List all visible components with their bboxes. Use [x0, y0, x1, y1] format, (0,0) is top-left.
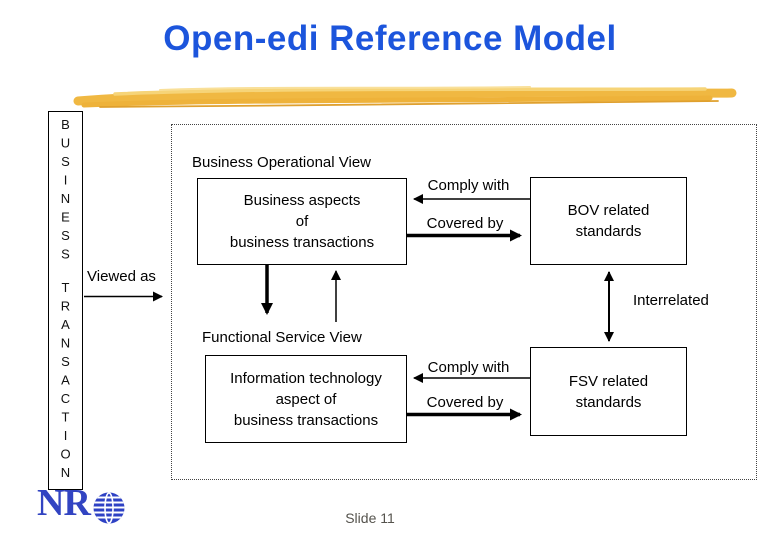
fsv-aspects-line3: business transactions	[233, 411, 379, 429]
business-transaction-box: BUSINESS TRANSACTION	[48, 111, 83, 490]
fsv-aspects-line1: Information technology	[230, 369, 382, 387]
fsv-comply-label: Comply with	[427, 359, 510, 376]
vertical-word-transaction: TRANSACTION	[58, 280, 73, 484]
globe-icon	[93, 492, 125, 524]
bov-standards-line1: BOV related	[567, 202, 650, 219]
nr-logo-text: NR	[37, 482, 91, 524]
nr-logo: NR	[37, 484, 125, 524]
viewed-as-label: Viewed as	[87, 268, 156, 285]
slide-number: Slide 11	[345, 510, 395, 526]
fsv-view-label: Functional Service View	[202, 329, 362, 346]
title-underline-brush	[73, 86, 737, 108]
fsv-aspects-box: Information technology aspect of busines…	[205, 355, 407, 443]
bov-comply-label: Comply with	[427, 177, 510, 194]
bov-view-label: Business Operational View	[192, 154, 371, 171]
vertical-word-business: BUSINESS	[58, 117, 73, 265]
bov-aspects-line3: business transactions	[229, 234, 375, 251]
bov-covered-label: Covered by	[426, 215, 504, 232]
fsv-standards-box: FSV related standards	[530, 347, 687, 436]
reference-model-frame	[171, 124, 757, 480]
fsv-covered-label: Covered by	[426, 394, 504, 411]
fsv-standards-line2: standards	[575, 393, 642, 411]
bov-standards-box: BOV related standards	[530, 177, 687, 265]
page-title: Open-edi Reference Model	[163, 19, 617, 58]
fsv-aspects-line2: aspect of	[275, 390, 337, 408]
bov-aspects-line2: of	[295, 213, 309, 230]
bov-standards-line2: standards	[575, 223, 642, 240]
bov-aspects-line1: Business aspects	[243, 192, 361, 209]
interrelated-label: Interrelated	[633, 292, 709, 309]
bov-aspects-box: Business aspects of business transaction…	[197, 178, 407, 265]
fsv-standards-line1: FSV related	[568, 372, 649, 390]
